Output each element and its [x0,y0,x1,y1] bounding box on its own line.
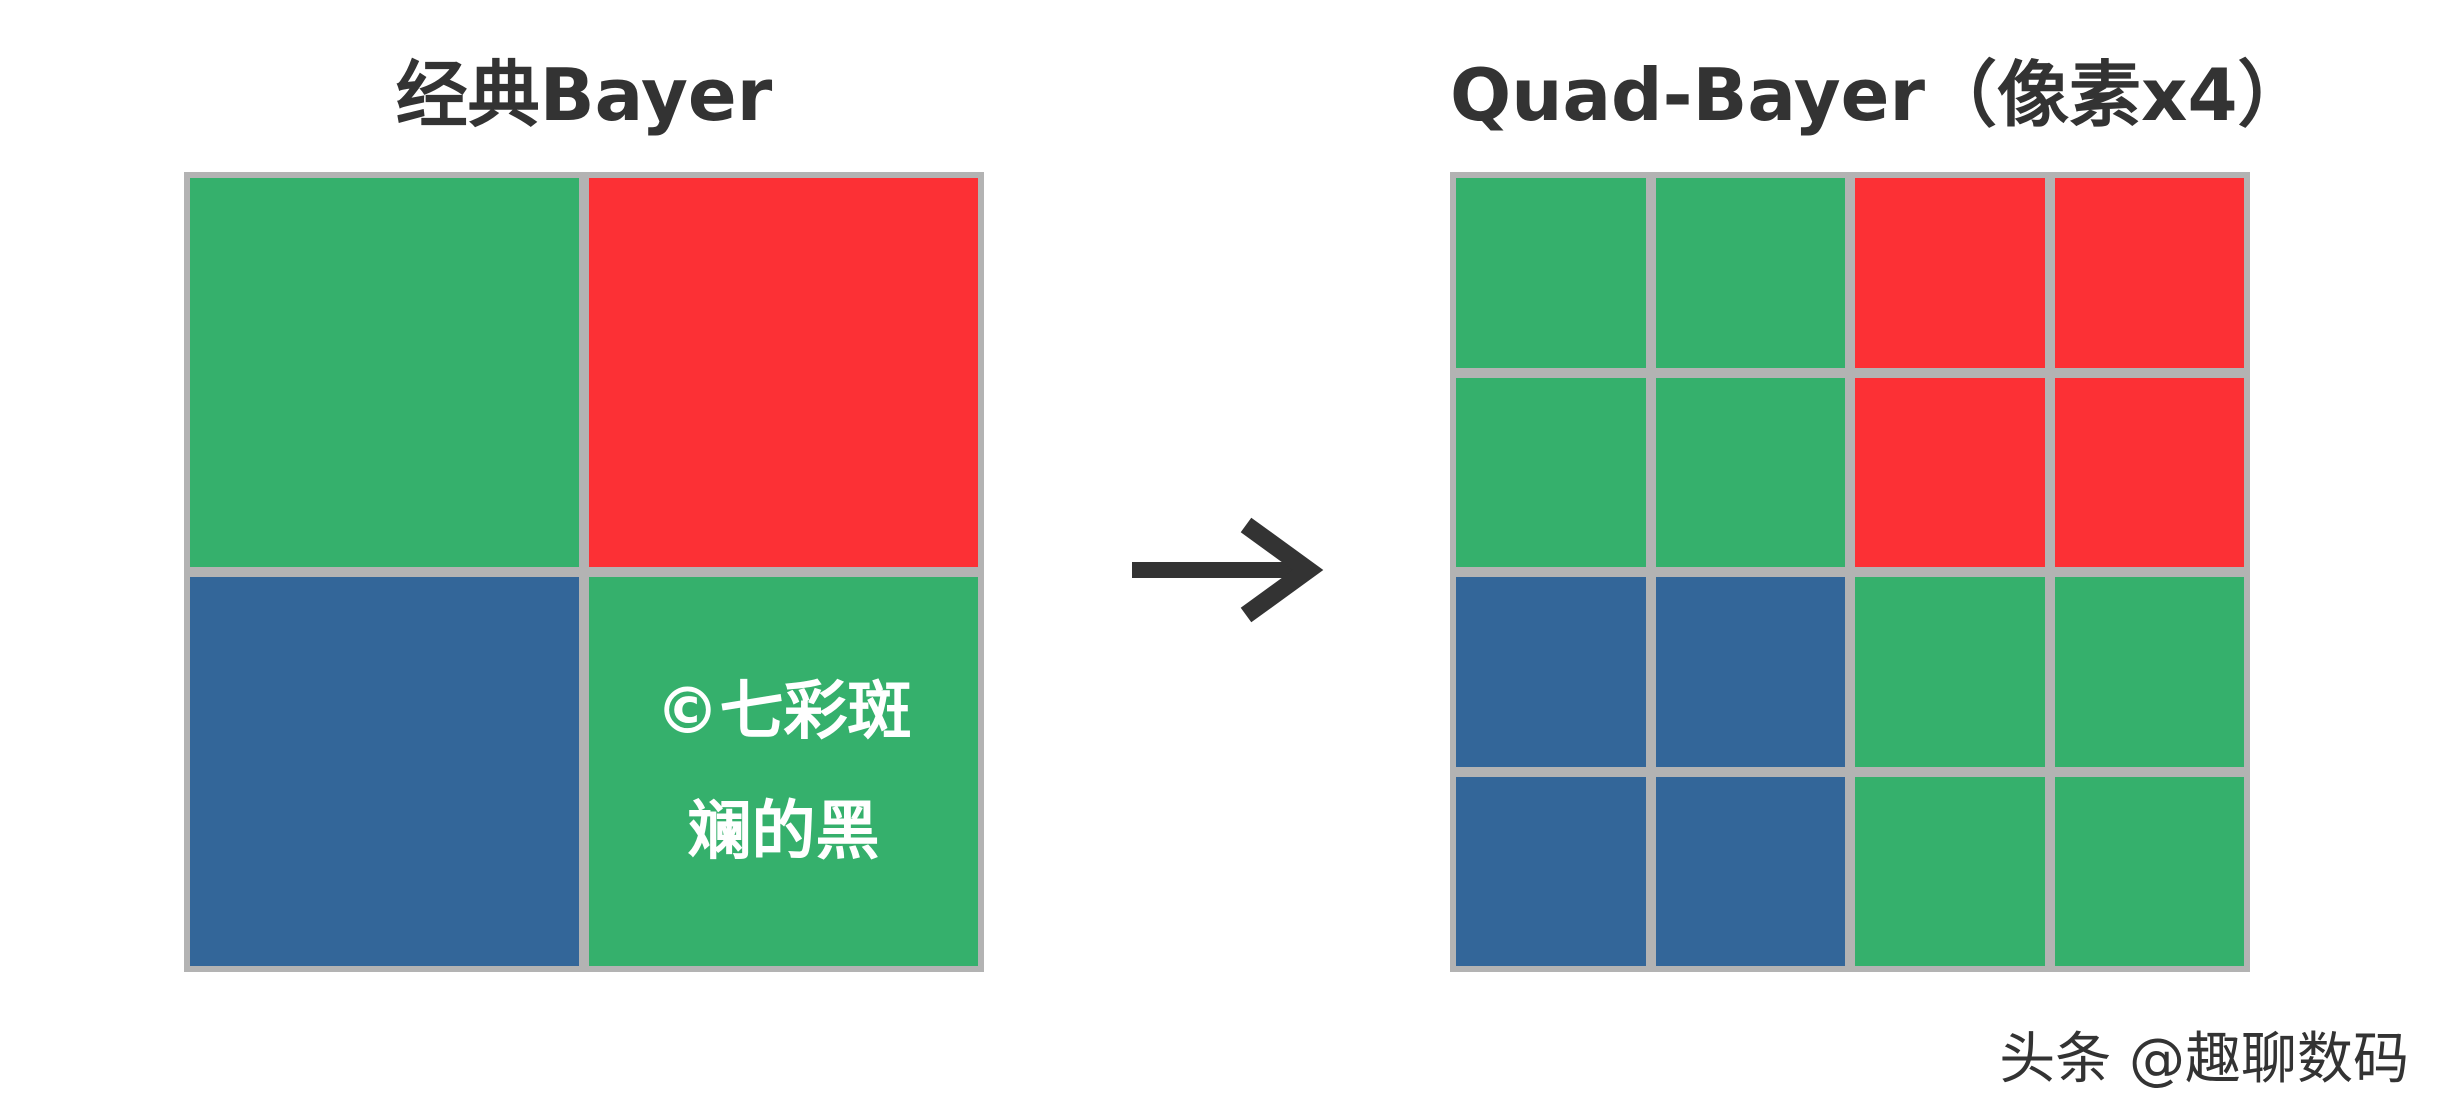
quad-bayer-cell-green [2054,776,2244,966]
bayer-title: 经典Bayer [395,53,773,137]
quad-bayer-grid [1450,172,2250,972]
quad-bayer-cell-red [2054,377,2244,567]
bayer-cell-green: ©七彩斑斓的黑 [589,577,978,966]
quad-bayer-cell-green [1655,377,1845,567]
bayer-grid: ©七彩斑斓的黑 [184,172,984,972]
quad-bayer-cell-blue [1456,577,1646,767]
quad-bayer-cell-green [1456,377,1646,567]
bayer-cell-green [190,178,579,567]
quad-bayer-cell-green [1855,577,2045,767]
quad-bayer-cell-red [1855,377,2045,567]
quad-bayer-cell-red [2054,178,2244,368]
bayer-cell-red [589,178,978,567]
quad-bayer-cell-green [1655,178,1845,368]
bayer-cell-blue [190,577,579,966]
quad-bayer-cell-blue [1655,577,1845,767]
quad-bayer-cell-red [1855,178,2045,368]
copyright-text-line: ©七彩斑 [655,674,912,749]
quad-bayer-cell-blue [1456,776,1646,966]
quad-bayer-cell-green [1456,178,1646,368]
quad-bayer-cell-blue [1655,776,1845,966]
quad-bayer-title: Quad-Bayer（像素x4） [1450,53,2310,137]
right-arrow-icon [1132,517,1324,623]
watermark-text: 头条 @趣聊数码 [1999,1027,2409,1092]
quad-bayer-cell-green [2054,577,2244,767]
quad-bayer-cell-green [1855,776,2045,966]
copyright-text-line: 斓的黑 [687,794,880,869]
